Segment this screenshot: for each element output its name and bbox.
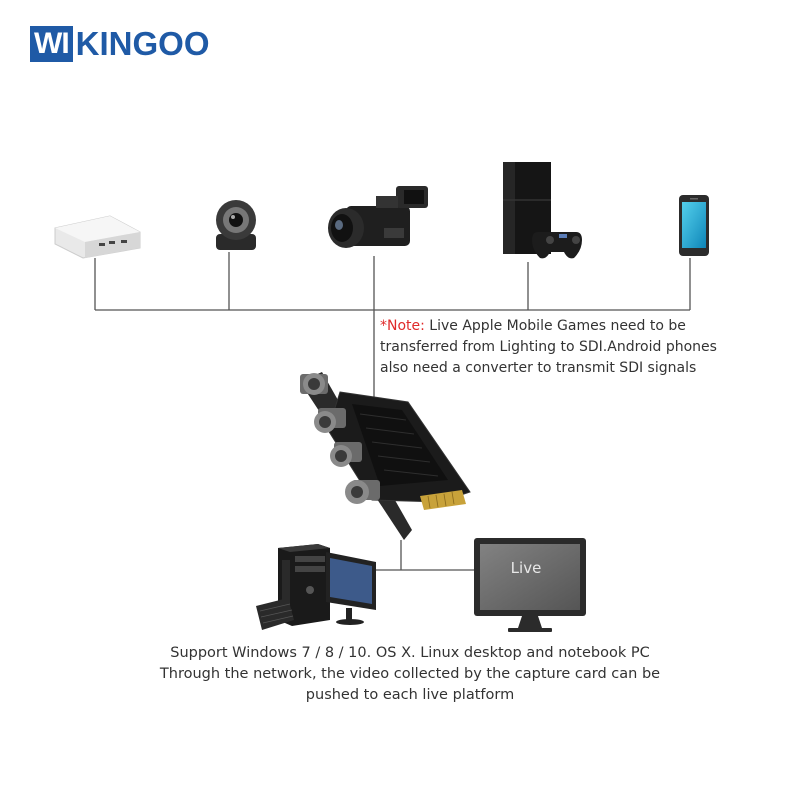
smartphone-icon [679, 195, 709, 256]
support-text: Support Windows 7 / 8 / 10. OS X. Linux … [100, 643, 720, 706]
support-line-3: pushed to each live platform [305, 687, 515, 703]
connection-lines [94, 252, 691, 571]
set-top-box-icon [54, 215, 141, 259]
note-line-2: transferred from Lighting to SDI.Android… [380, 339, 717, 355]
support-line-1: Support Windows 7 / 8 / 10. OS X. Linux … [170, 645, 650, 661]
logo-text: KINGOO [75, 25, 210, 62]
note-line-3: also need a converter to transmit SDI si… [380, 360, 697, 376]
logo-mark: WI [30, 26, 73, 62]
note-text: *Note: Live Apple Mobile Games need to b… [380, 316, 780, 379]
note-prefix: *Note: [380, 318, 425, 334]
camcorder-icon [328, 186, 428, 248]
capture-card-icon [300, 372, 471, 540]
note-line-1: Live Apple Mobile Games need to be [424, 318, 686, 334]
conference-camera-icon [216, 200, 256, 250]
support-line-2: Through the network, the video collected… [159, 666, 661, 682]
brand-logo: WI KINGOO [30, 26, 210, 62]
monitor-screen-label: Live [510, 559, 542, 577]
desktop-pc-icon [256, 544, 376, 630]
game-console-icon [503, 162, 582, 259]
monitor-icon [474, 538, 586, 632]
